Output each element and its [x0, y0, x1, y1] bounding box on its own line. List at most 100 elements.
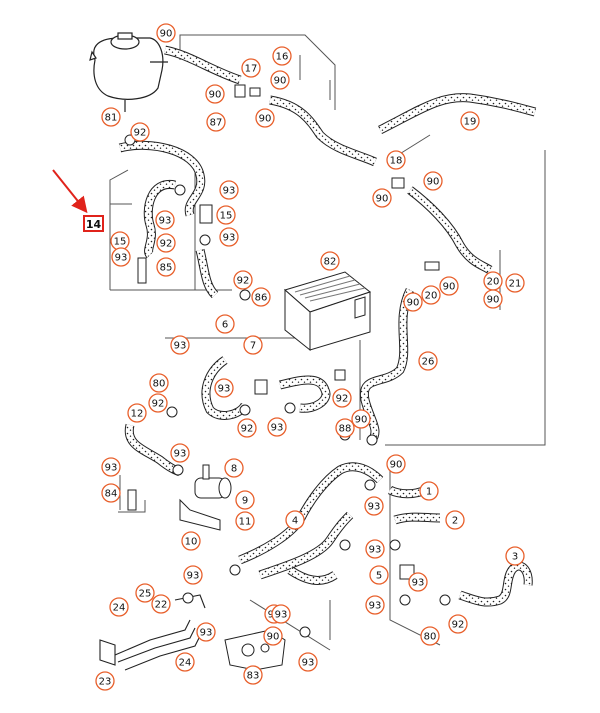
callout-90[interactable]: 90 — [270, 70, 290, 90]
callout-25[interactable]: 25 — [135, 583, 155, 603]
callout-number: 93 — [271, 423, 284, 434]
callout-93[interactable]: 93 — [101, 457, 121, 477]
callout-88[interactable]: 88 — [335, 418, 355, 438]
callout-85[interactable]: 85 — [156, 257, 176, 277]
callout-17[interactable]: 17 — [241, 58, 261, 78]
callout-90[interactable]: 90 — [439, 276, 459, 296]
callout-93[interactable]: 93 — [271, 604, 291, 624]
callout-6[interactable]: 6 — [215, 314, 235, 334]
callout-3[interactable]: 3 — [505, 546, 525, 566]
callout-number: 11 — [239, 517, 252, 528]
callout-90[interactable]: 90 — [205, 84, 225, 104]
callout-92[interactable]: 92 — [237, 418, 257, 438]
callout-93[interactable]: 93 — [298, 652, 318, 672]
callout-number: 24 — [179, 658, 192, 669]
callout-90[interactable]: 90 — [483, 289, 503, 309]
callout-number: 15 — [114, 237, 127, 248]
callout-5[interactable]: 5 — [369, 565, 389, 585]
callout-92[interactable]: 92 — [332, 388, 352, 408]
callout-93[interactable]: 93 — [170, 335, 190, 355]
callout-23[interactable]: 23 — [95, 671, 115, 691]
callout-circle — [156, 23, 176, 43]
callout-93[interactable]: 93 — [365, 539, 385, 559]
callout-number: 92 — [134, 128, 147, 139]
callout-93[interactable]: 93 — [196, 622, 216, 642]
callout-93[interactable]: 93 — [111, 247, 131, 267]
expansion-tank — [89, 32, 168, 112]
callout-80[interactable]: 80 — [420, 626, 440, 646]
callout-93[interactable]: 93 — [219, 180, 239, 200]
callout-8[interactable]: 8 — [224, 458, 244, 478]
callout-2[interactable]: 2 — [445, 510, 465, 530]
callout-18[interactable]: 18 — [386, 150, 406, 170]
callout-7[interactable]: 7 — [243, 335, 263, 355]
callout-10[interactable]: 10 — [181, 531, 201, 551]
callout-82[interactable]: 82 — [320, 251, 340, 271]
callout-circle — [205, 84, 225, 104]
callout-80[interactable]: 80 — [149, 373, 169, 393]
callout-circle — [156, 257, 176, 277]
callout-92[interactable]: 92 — [156, 233, 176, 253]
highlighted-part-14[interactable]: 14 — [83, 215, 104, 232]
callout-90[interactable]: 90 — [423, 171, 443, 191]
callout-93[interactable]: 93 — [214, 378, 234, 398]
callout-24[interactable]: 24 — [175, 652, 195, 672]
callout-92[interactable]: 92 — [233, 270, 253, 290]
callout-circle — [267, 417, 287, 437]
callout-90[interactable]: 90 — [263, 626, 283, 646]
callout-15[interactable]: 15 — [216, 205, 236, 225]
callout-92[interactable]: 92 — [448, 614, 468, 634]
callout-90[interactable]: 90 — [386, 454, 406, 474]
callout-24[interactable]: 24 — [109, 597, 129, 617]
callout-93[interactable]: 93 — [219, 227, 239, 247]
callout-number: 93 — [412, 578, 425, 589]
callout-number: 20 — [425, 291, 438, 302]
callout-84[interactable]: 84 — [101, 483, 121, 503]
callout-92[interactable]: 92 — [130, 122, 150, 142]
callout-90[interactable]: 90 — [372, 188, 392, 208]
callout-12[interactable]: 12 — [127, 403, 147, 423]
callout-90[interactable]: 90 — [351, 409, 371, 429]
callout-83[interactable]: 83 — [243, 665, 263, 685]
callout-number: 93 — [187, 571, 200, 582]
callout-93[interactable]: 93 — [155, 210, 175, 230]
callout-19[interactable]: 19 — [460, 111, 480, 131]
highlight-label: 14 — [86, 218, 102, 231]
callout-90[interactable]: 90 — [403, 292, 423, 312]
callout-81[interactable]: 81 — [101, 107, 121, 127]
callout-number: 83 — [247, 671, 260, 682]
callout-11[interactable]: 11 — [235, 511, 255, 531]
callout-circle — [272, 46, 292, 66]
callout-90[interactable]: 90 — [255, 108, 275, 128]
callout-93[interactable]: 93 — [365, 595, 385, 615]
callout-number: 92 — [160, 239, 173, 250]
callout-87[interactable]: 87 — [206, 112, 226, 132]
callout-93[interactable]: 93 — [183, 565, 203, 585]
callout-15[interactable]: 15 — [110, 231, 130, 251]
callout-26[interactable]: 26 — [418, 351, 438, 371]
callout-1[interactable]: 1 — [419, 481, 439, 501]
callout-90[interactable]: 90 — [156, 23, 176, 43]
callout-9[interactable]: 9 — [235, 490, 255, 510]
callout-20[interactable]: 20 — [483, 271, 503, 291]
callout-number: 18 — [390, 156, 403, 167]
callout-circle — [235, 490, 255, 510]
callout-86[interactable]: 86 — [251, 287, 271, 307]
callout-93[interactable]: 93 — [267, 417, 287, 437]
callout-circle — [332, 388, 352, 408]
callout-93[interactable]: 93 — [170, 443, 190, 463]
callout-circle — [233, 270, 253, 290]
callout-93[interactable]: 93 — [364, 496, 384, 516]
callout-16[interactable]: 16 — [272, 46, 292, 66]
callout-22[interactable]: 22 — [151, 594, 171, 614]
callout-20[interactable]: 20 — [421, 285, 441, 305]
auxiliary-pump — [179, 464, 232, 531]
callout-21[interactable]: 21 — [505, 273, 525, 293]
callout-number: 93 — [174, 341, 187, 352]
callout-circle — [365, 539, 385, 559]
callout-92[interactable]: 92 — [148, 393, 168, 413]
callout-number: 90 — [274, 76, 287, 87]
callout-93[interactable]: 93 — [408, 572, 428, 592]
callout-4[interactable]: 4 — [285, 510, 305, 530]
callout-number: 6 — [222, 320, 228, 331]
